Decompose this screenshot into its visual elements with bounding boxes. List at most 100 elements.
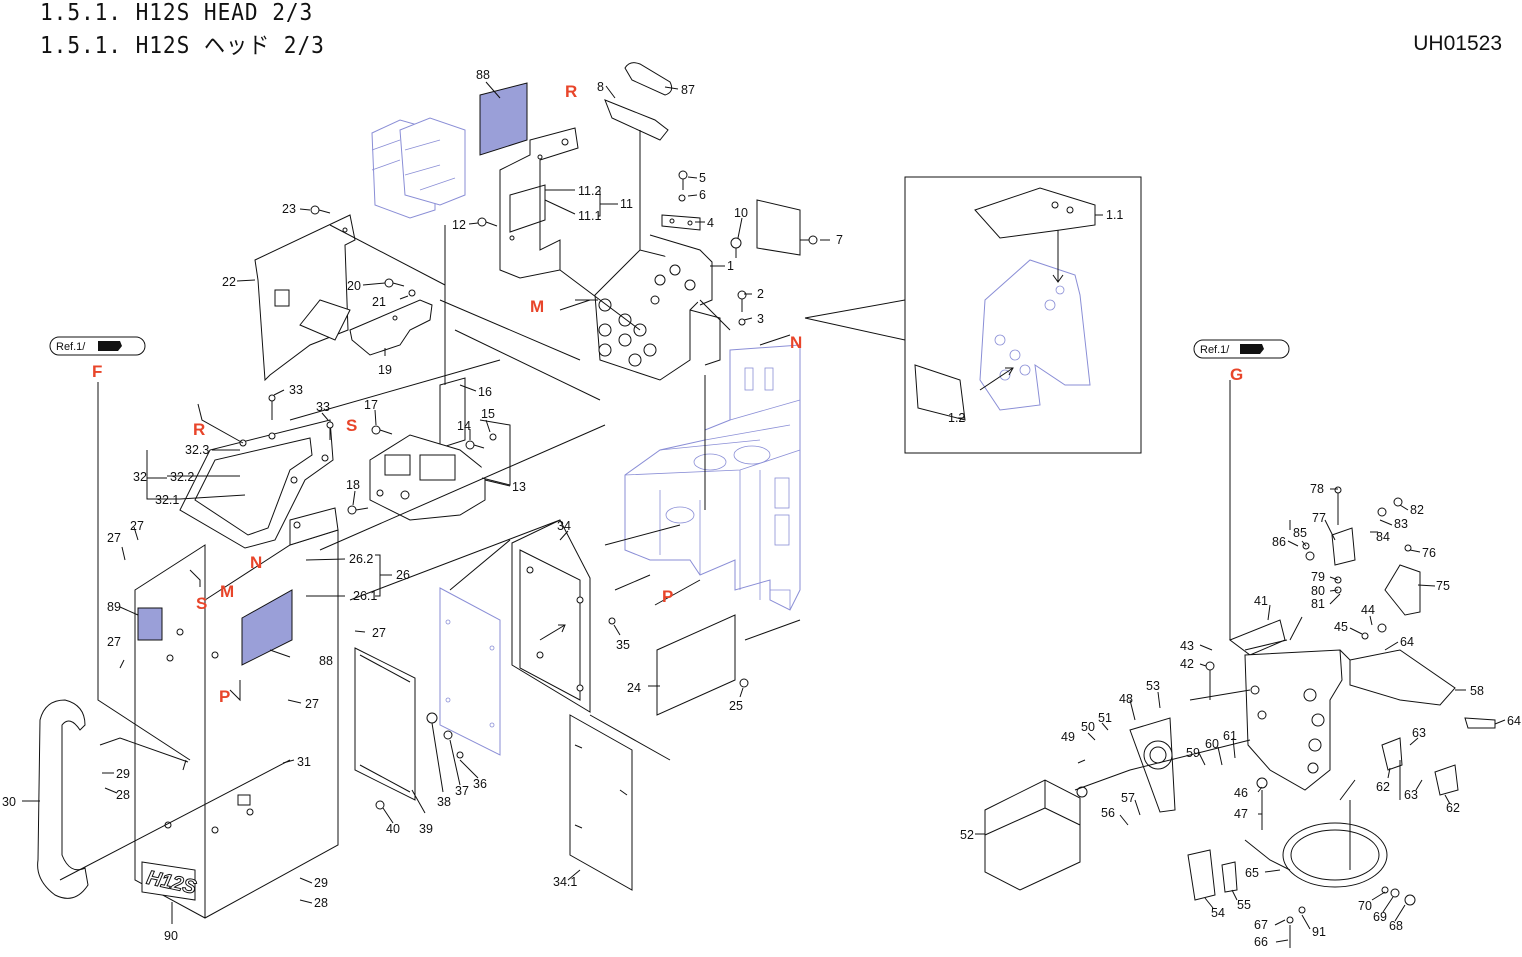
part-label: 91: [1312, 925, 1326, 939]
part-label: 2: [757, 287, 764, 301]
part-label: 52: [960, 828, 974, 842]
part-label: 11: [620, 197, 633, 211]
ref-letter-f: F: [92, 362, 102, 381]
part-label: 45: [1334, 620, 1348, 634]
part-label: 77: [1312, 511, 1326, 525]
part-label: 27: [107, 531, 121, 545]
part-label: 54: [1211, 906, 1225, 920]
part-label: 32.3: [185, 443, 209, 457]
ref-badge-left[interactable]: Ref.1/: [49, 336, 146, 356]
part-label: 51: [1098, 711, 1112, 725]
part-label: 88: [476, 68, 490, 82]
part-label: 80: [1311, 584, 1325, 598]
part-label: 69: [1373, 910, 1387, 924]
part-label: 4: [707, 216, 714, 230]
part-label: 22: [222, 275, 236, 289]
part-label: 68: [1389, 919, 1403, 933]
part-label: 62: [1376, 780, 1390, 794]
part-label: 32.1: [155, 493, 179, 507]
part-label: 32: [133, 470, 147, 484]
ref-letter-n: N: [250, 553, 262, 572]
part-label: 20: [347, 279, 361, 293]
part-label: 79: [1311, 570, 1325, 584]
part-label: 25: [729, 699, 743, 713]
part-label: 89: [107, 600, 121, 614]
ref-badge-right[interactable]: Ref.1/: [1193, 339, 1290, 359]
part-label: 37: [455, 784, 469, 798]
part-label: 43: [1180, 639, 1194, 653]
part-label: 6: [699, 188, 706, 202]
part-label: 57: [1121, 791, 1135, 805]
ref-letter-p: P: [219, 687, 230, 706]
ref-letter-m: M: [220, 582, 234, 601]
part-label: 42: [1180, 657, 1194, 671]
part-32-cover: [179, 394, 334, 549]
detail-inset: [804, 176, 1142, 454]
part-label: 29: [116, 767, 130, 781]
part-label: 26: [396, 568, 410, 582]
part-label: 62: [1446, 801, 1460, 815]
part-label: 41: [1254, 594, 1268, 608]
part-label: 19: [378, 363, 392, 377]
part-label: 64: [1507, 714, 1521, 728]
ref-letter-r: R: [193, 420, 205, 439]
part-label: 47: [1234, 807, 1248, 821]
part-label: 67: [1254, 918, 1268, 932]
part-label: 66: [1254, 935, 1268, 949]
part-label: 84: [1376, 530, 1390, 544]
part-7-plate: [756, 199, 801, 256]
part-label: 16: [478, 385, 492, 399]
part-1-bracket: [594, 234, 721, 381]
part-label: 78: [1310, 482, 1324, 496]
part-label: 24: [627, 681, 641, 695]
pointing-hand-icon: [98, 341, 122, 351]
screws-top: [310, 170, 818, 326]
part-label: 82: [1410, 503, 1424, 517]
part-label: 11.1: [578, 209, 601, 223]
part-label: 34.1: [553, 875, 577, 889]
part-label: 87: [681, 83, 695, 97]
part-34-1-sheet: [569, 714, 633, 891]
part-24-cover: [608, 614, 749, 716]
leader-lines: [22, 81, 1506, 943]
part-label: 27: [305, 697, 319, 711]
part-label: 86: [1272, 535, 1286, 549]
ref-letter-p: P: [662, 587, 673, 606]
part-label: 13: [512, 480, 526, 494]
ref-letters: F G R R M M N N S S P P: [92, 82, 1243, 706]
part-label: 26.1: [353, 589, 377, 603]
part-label: 1: [727, 259, 734, 273]
part-4-clip: [661, 214, 701, 231]
part-label: 46: [1234, 786, 1248, 800]
part-label: 1.1: [1106, 208, 1123, 222]
ref-letter-m: M: [530, 297, 544, 316]
ref-letter-s: S: [346, 416, 357, 435]
part-label: 40: [386, 822, 400, 836]
part-label: 11.2: [578, 184, 601, 198]
part-label: 70: [1358, 899, 1372, 913]
part-label: 55: [1237, 898, 1251, 912]
part-label: 49: [1061, 730, 1075, 744]
part-label: 32.2: [170, 470, 194, 484]
part-30-handle: [37, 699, 89, 899]
part-34-panel: [511, 519, 591, 713]
head-frame-ghost: [624, 344, 801, 611]
ref-badge-right-text: Ref.1/: [1200, 344, 1230, 356]
part-label: 8: [597, 80, 604, 94]
part-number-labels: 88 87 8 5 6 4 10 7 1 2 3 11.2 11 11.1 12…: [2, 68, 1521, 949]
right-assembly: [984, 486, 1496, 948]
part-label: 60: [1205, 737, 1219, 751]
part-label: 58: [1470, 684, 1484, 698]
part-label: 27: [130, 519, 144, 533]
part-label: 83: [1394, 517, 1408, 531]
part-label: 50: [1081, 720, 1095, 734]
part-label: 17: [364, 398, 378, 412]
part-label: 5: [699, 171, 706, 185]
part-label: 15: [481, 407, 495, 421]
part-label: 39: [419, 822, 433, 836]
part-label: 18: [346, 478, 360, 492]
document-id: UH01523: [1413, 32, 1502, 55]
ref-letter-n: N: [790, 333, 802, 352]
